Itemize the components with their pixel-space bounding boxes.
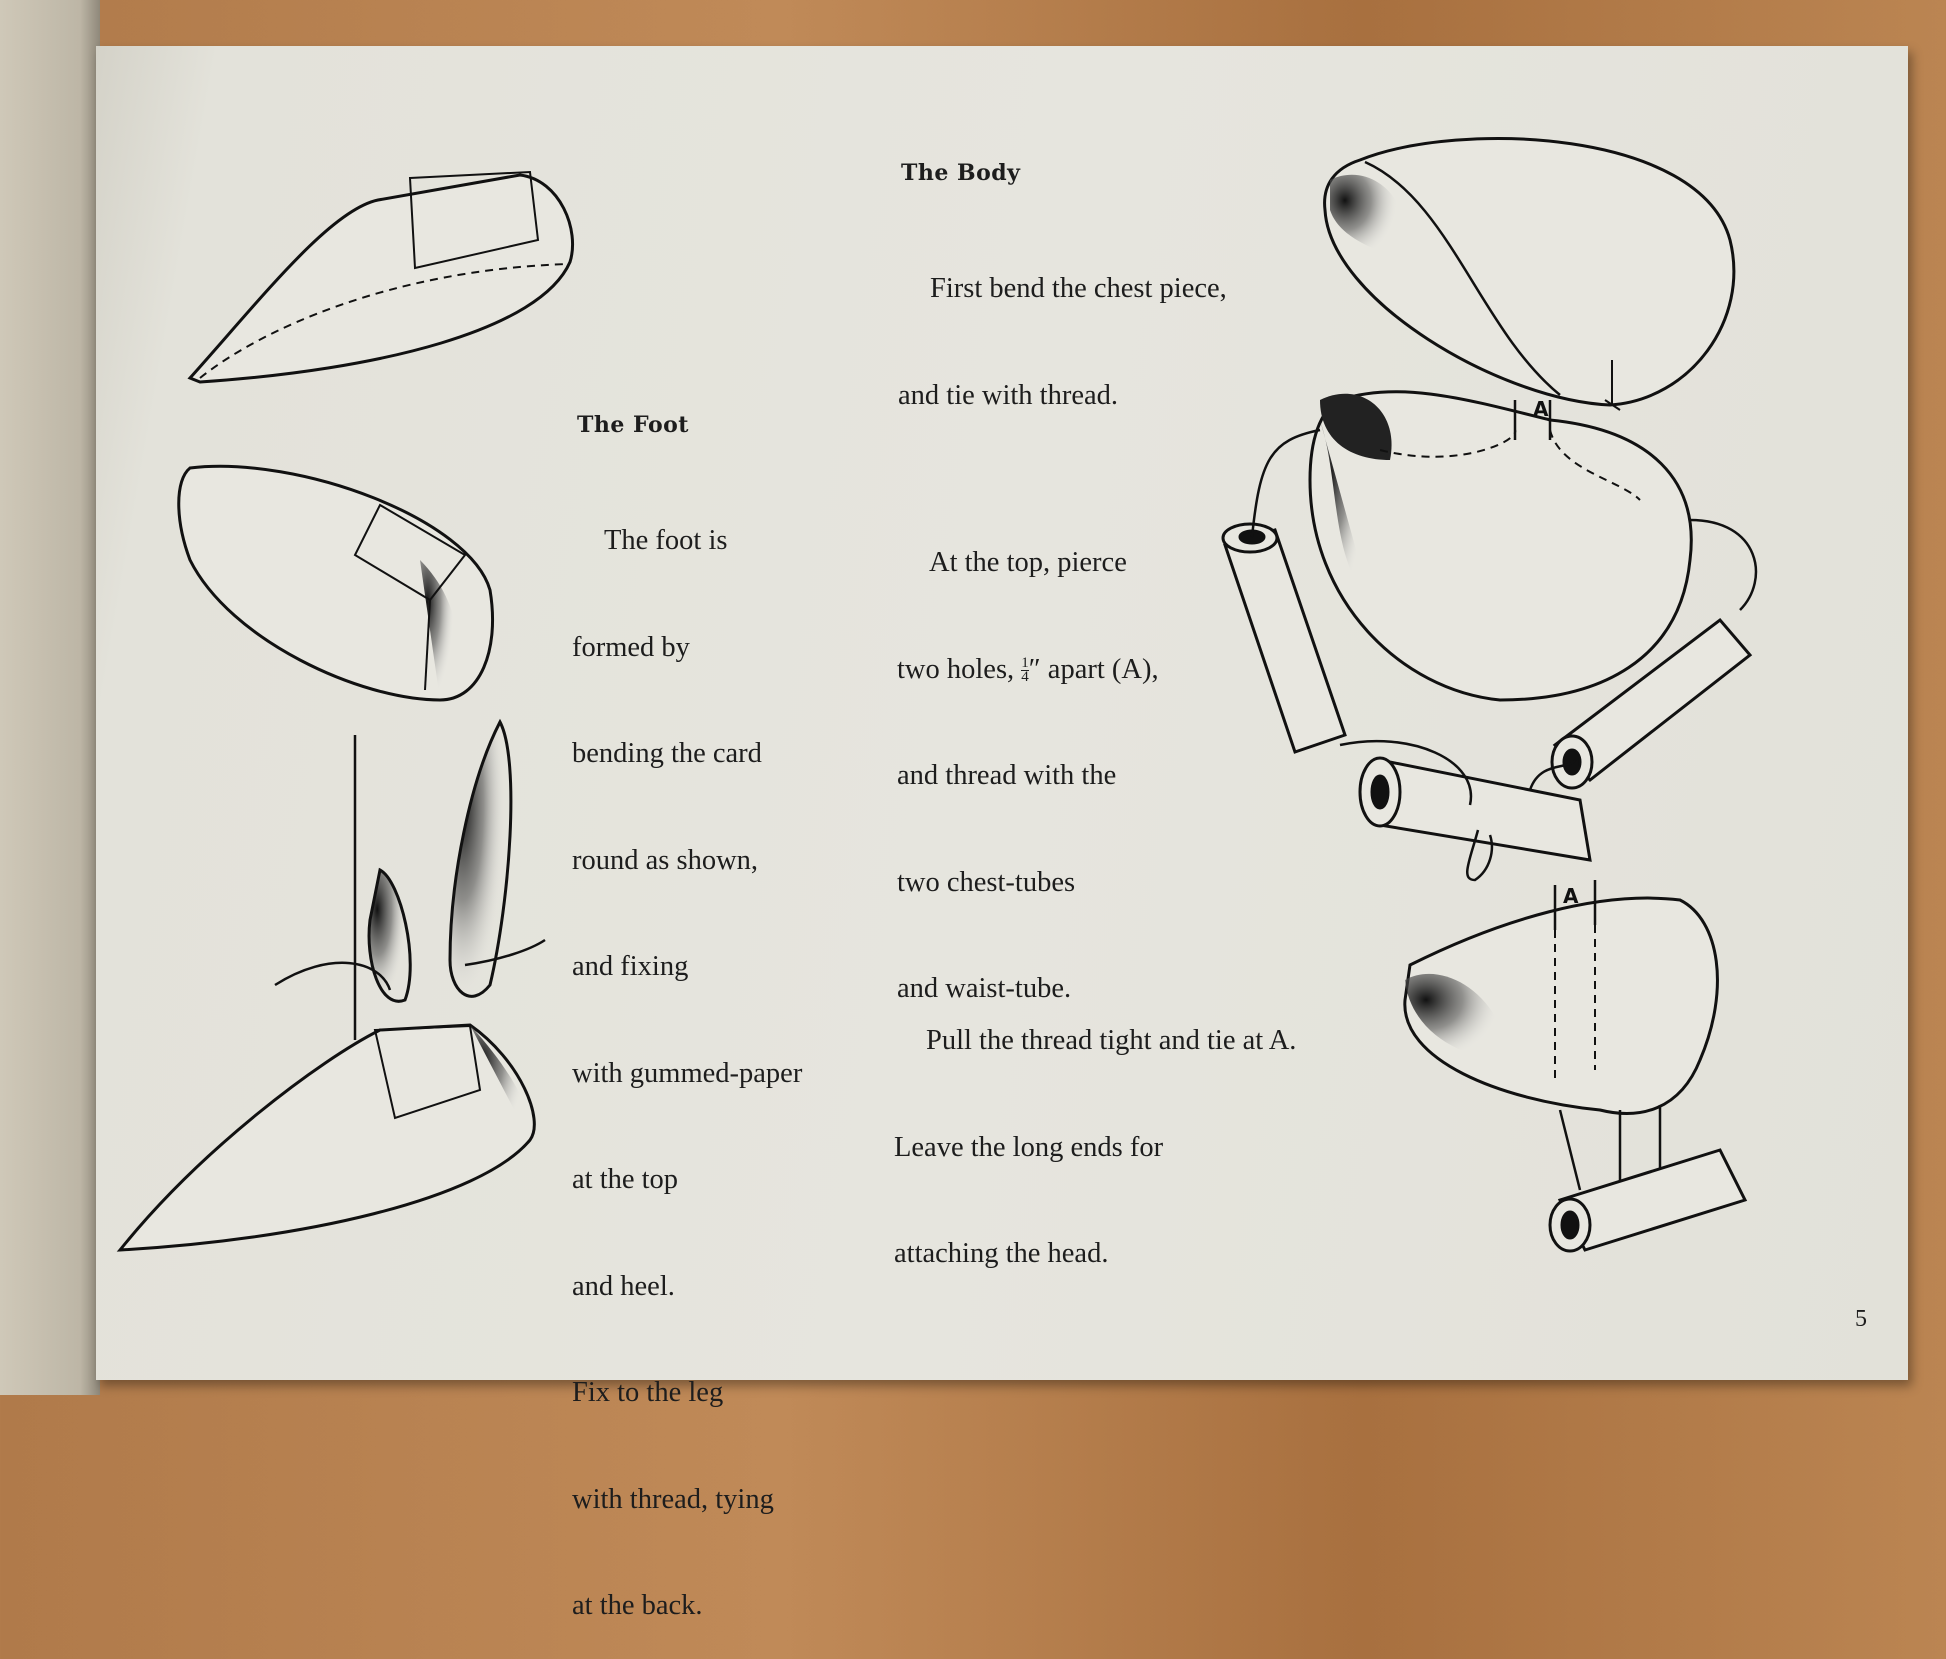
foot-line: and fixing [572,951,689,982]
foot-text: The foot is formed by bending the card r… [572,452,802,1659]
pierce-line: and thread with the [897,760,1117,791]
foot-line: The foot is [604,525,728,556]
body-diagram-3 [1403,880,1748,1253]
pierce-line-end: ″ apart (A), [1028,653,1159,685]
body-text: First bend the chest piece, and tie with… [898,200,1227,449]
body-heading: The Body [901,160,1021,186]
illustrations: A A [116,137,1758,1253]
fraction-denominator: 4 [1021,669,1029,686]
pull-text: Pull the thread tight and tie at A. Leav… [894,952,1296,1307]
pull-line: Pull the thread tight and tie at A. [926,1025,1297,1056]
body-diagram-1 [1323,137,1736,411]
pierce-line: and waist-tube. [897,973,1072,1004]
foot-diagram-1 [187,170,575,384]
foot-line: round as shown, [572,844,759,876]
pierce-line-start: two holes, [897,653,1022,685]
pull-line: attaching the head. [894,1238,1109,1269]
foot-line: and heel. [572,1270,675,1302]
foot-line: with thread, tying [572,1483,774,1515]
foot-heading: The Foot [577,412,689,438]
foot-line: at the back. [572,1590,703,1621]
page-number: 5 [1855,1306,1867,1332]
foot-diagram-2 [177,464,495,702]
pierce-line: two chest-tubes [897,866,1076,898]
body-line: and tie with thread. [898,379,1119,411]
facing-page-edge [0,0,100,1395]
foot-line: Fix to the leg [572,1377,724,1408]
fraction-numerator: 1 [1021,655,1029,672]
body-diagram-2 [1221,390,1758,882]
pull-line: Leave the long ends for [894,1131,1164,1163]
foot-line: bending the card [572,738,762,769]
foot-line: at the top [572,1164,679,1195]
body-line: First bend the chest piece, [930,273,1227,304]
foot-line: formed by [572,631,690,663]
label-a-bottom: A [1563,884,1579,908]
label-a-top: A [1533,397,1549,421]
pierce-line: At the top, pierce [929,547,1127,578]
foot-line: with gummed-paper [572,1057,803,1089]
foot-diagram-3 [116,718,546,1252]
